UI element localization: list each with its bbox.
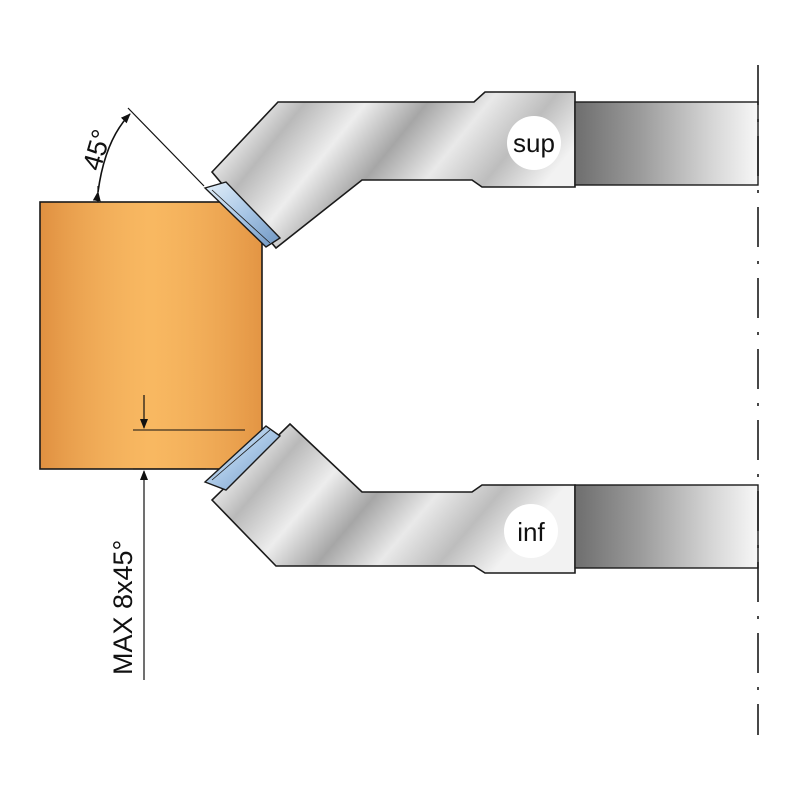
upper-cutter-shaft xyxy=(574,101,759,186)
upper-cutter-label-badge xyxy=(507,116,561,170)
lower-cutter-label: inf xyxy=(517,517,545,547)
lower-cutter xyxy=(203,422,759,574)
upper-cutter-body xyxy=(210,91,576,250)
angle-label: 45° xyxy=(77,126,117,174)
upper-cutter xyxy=(203,91,759,250)
lower-cutter-label-badge xyxy=(504,504,558,558)
angle-dimension xyxy=(92,107,205,202)
lower-blade-insert xyxy=(203,425,282,491)
chamfer-dimension xyxy=(133,395,245,680)
angle-arc-arrow xyxy=(92,113,131,202)
max-chamfer-label: MAX 8x45° xyxy=(108,540,138,675)
wood-workpiece xyxy=(39,201,263,470)
upper-cutter-label: sup xyxy=(513,128,555,158)
lower-cutter-shaft xyxy=(574,484,759,569)
upper-blade-insert xyxy=(203,181,282,248)
